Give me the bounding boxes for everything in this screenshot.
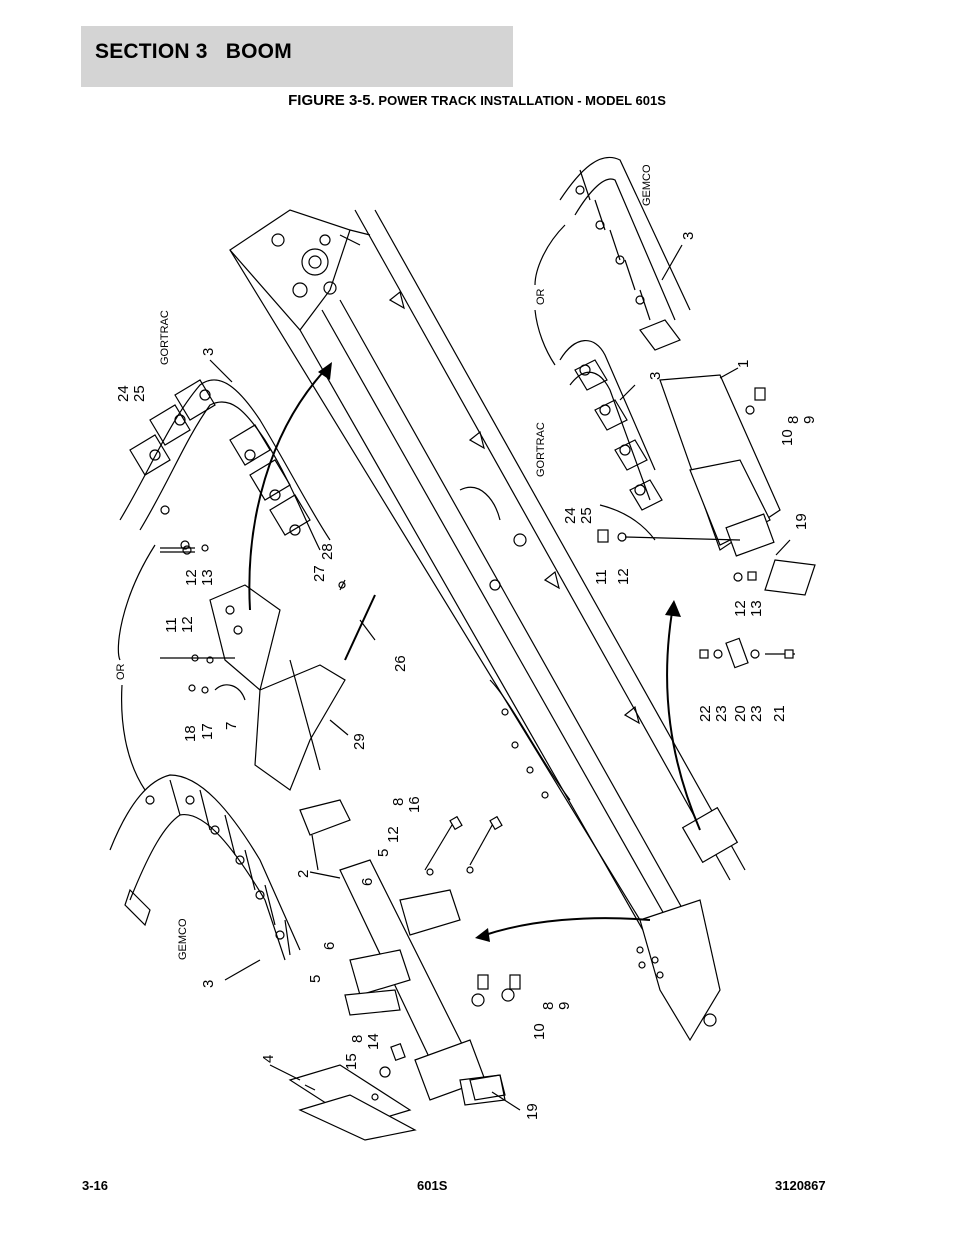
callout-21: 21 (771, 705, 788, 722)
callout-24: 24 (562, 507, 579, 524)
callout-3: 3 (200, 348, 217, 356)
callout-26: 26 (392, 655, 409, 672)
callout-12: 12 (183, 569, 200, 586)
lower-bracket-assembly (288, 815, 521, 1141)
callout-1: 1 (735, 360, 752, 368)
callout-28: 28 (319, 543, 336, 560)
callout-16: 16 (406, 796, 423, 813)
gortrac-label-right: GORTRAC (535, 422, 547, 477)
callout-20: 20 (732, 705, 749, 722)
callout-23: 23 (713, 705, 730, 722)
callout-12: 12 (732, 600, 749, 617)
callout-8: 8 (349, 1035, 366, 1043)
center-assembly (160, 544, 376, 836)
or-leader-arcs (117, 224, 566, 791)
callout-23: 23 (748, 705, 765, 722)
callout-18: 18 (182, 725, 199, 742)
manual-number: 3120867 (775, 1178, 826, 1193)
callout-29: 29 (351, 733, 368, 750)
figure-title: FIGURE 3-5. POWER TRACK INSTALLATION - M… (0, 92, 954, 109)
callout-5: 5 (307, 975, 324, 983)
callout-12: 12 (385, 826, 402, 843)
callout-leaders (209, 244, 791, 1111)
callout-7: 7 (223, 722, 240, 730)
callout-3: 3 (680, 232, 697, 240)
gemco-label-left: GEMCO (177, 918, 189, 960)
callout-14: 14 (365, 1033, 382, 1050)
callout-22: 22 (697, 705, 714, 722)
callout-13: 13 (199, 569, 216, 586)
callout-2: 2 (295, 870, 312, 878)
callout-11: 11 (163, 617, 180, 633)
track-type-labels: GORTRAC GORTRAC GEMCO GEMCO OR OR (115, 164, 653, 960)
gortrac-track-left (119, 379, 331, 551)
boom-assembly (229, 209, 746, 1042)
callout-4: 4 (260, 1055, 277, 1063)
callout-27: 27 (311, 565, 328, 582)
callout-10: 10 (531, 1023, 548, 1040)
callout-17: 17 (199, 723, 216, 740)
callout-15: 15 (343, 1053, 360, 1070)
page-number: 3-16 (82, 1178, 109, 1193)
right-hardware-stack (699, 637, 795, 669)
gemco-track-right (559, 156, 691, 351)
or-label-right: OR (535, 288, 547, 305)
gemco-label-right: GEMCO (641, 164, 653, 206)
section-title: SECTION 3 BOOM (95, 40, 292, 63)
callout-25: 25 (578, 507, 595, 524)
assembly-arrows (248, 362, 701, 942)
callout-11: 11 (593, 569, 610, 585)
callout-13: 13 (748, 600, 765, 617)
callout-labels: 1 2 3 3 3 3 4 5 5 6 6 7 8 8 8 8 9 9 10 1… (115, 232, 818, 1120)
model-number: 601S (417, 1178, 448, 1193)
gortrac-track-right (559, 340, 663, 541)
callout-5: 5 (375, 849, 392, 857)
figure-number: FIGURE 3-5. (288, 92, 375, 109)
callout-25: 25 (131, 385, 148, 402)
callout-6: 6 (321, 942, 338, 950)
callout-9: 9 (556, 1002, 573, 1010)
callout-12: 12 (615, 568, 632, 585)
gemco-track-left (109, 774, 301, 961)
callout-8: 8 (540, 1002, 557, 1010)
callout-19: 19 (524, 1103, 541, 1120)
or-label-left: OR (115, 663, 127, 680)
callout-19: 19 (793, 513, 810, 530)
figure-caption: POWER TRACK INSTALLATION - MODEL 601S (374, 93, 666, 108)
callout-12: 12 (179, 616, 196, 633)
section-header: SECTION 3 BOOM (81, 26, 513, 87)
callout-3: 3 (647, 372, 664, 380)
callout-8: 8 (390, 798, 407, 806)
callout-3: 3 (200, 980, 217, 988)
callout-9: 9 (801, 416, 818, 424)
callout-8: 8 (785, 416, 802, 424)
callout-6: 6 (359, 878, 376, 886)
callout-10: 10 (779, 429, 796, 446)
gortrac-label-left: GORTRAC (159, 310, 171, 365)
right-bracket (597, 374, 816, 596)
callout-24: 24 (115, 385, 132, 402)
